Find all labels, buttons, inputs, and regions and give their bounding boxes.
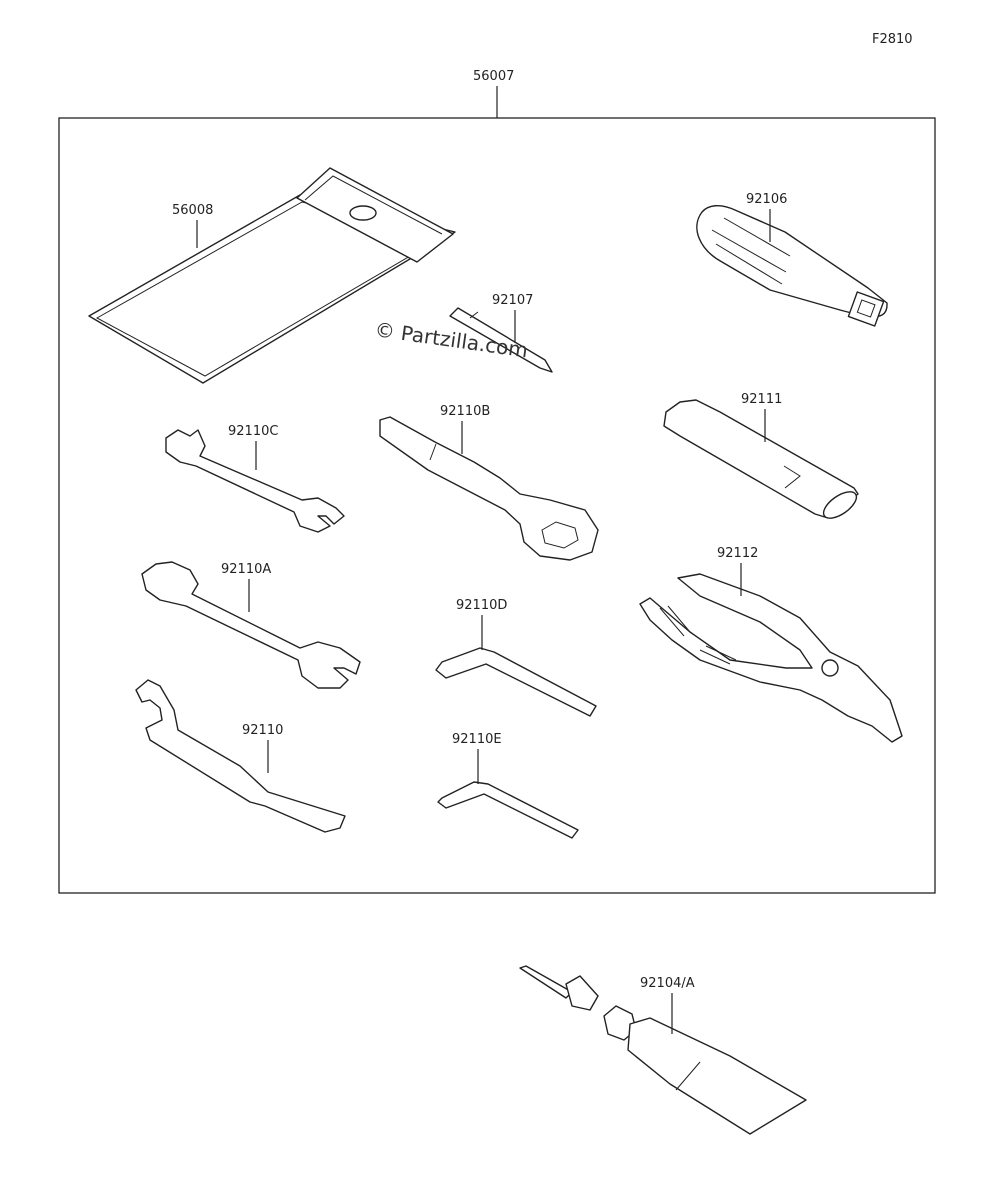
hex-key-large-92110d [435, 647, 597, 717]
label-92110b[interactable]: 92110B [440, 404, 490, 419]
kit-frame [58, 117, 936, 894]
small-wrench-92110c [165, 429, 345, 533]
label-92106[interactable]: 92106 [746, 192, 787, 207]
large-wrench-92110a [141, 561, 361, 689]
label-92112[interactable]: 92112 [717, 546, 758, 561]
label-92110[interactable]: 92110 [242, 723, 283, 738]
label-92110c[interactable]: 92110C [228, 424, 278, 439]
repair-tube-92104a [519, 965, 807, 1135]
watermark-text: © Partzilla.com [373, 317, 529, 362]
screwdriver-bit-92107 [449, 307, 553, 373]
label-56008[interactable]: 56008 [172, 203, 213, 218]
label-92110a[interactable]: 92110A [221, 562, 271, 577]
label-92111[interactable]: 92111 [741, 392, 782, 407]
ring-wrench-92110b [379, 416, 599, 561]
label-56007[interactable]: 56007 [473, 69, 514, 84]
label-92104a[interactable]: 92104/A [640, 976, 695, 991]
pliers-92112 [639, 573, 903, 743]
tool-case-56008 [88, 167, 456, 384]
label-92110e[interactable]: 92110E [452, 732, 502, 747]
label-92107[interactable]: 92107 [492, 293, 533, 308]
hex-key-small-92110e [437, 781, 579, 839]
screwdriver-handle-92106 [696, 205, 888, 327]
extension-92111 [663, 399, 859, 519]
figure-code: F2810 [872, 32, 913, 47]
label-92110d[interactable]: 92110D [456, 598, 507, 613]
hook-wrench-92110 [135, 679, 346, 833]
